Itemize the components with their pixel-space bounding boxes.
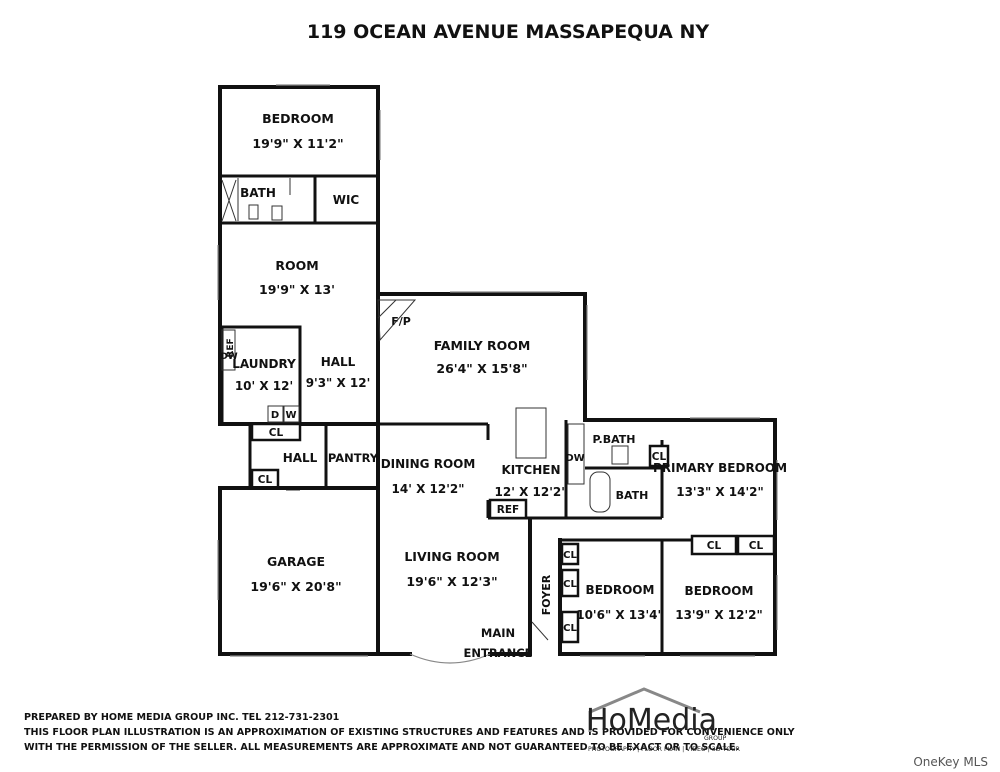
room-name-hall1: HALL bbox=[321, 355, 356, 369]
closet-label-pbath: CL bbox=[652, 451, 667, 463]
room-name-living: LIVING ROOM bbox=[404, 549, 499, 564]
plan-title: 119 OCEAN AVENUE MASSAPEQUA NY bbox=[307, 21, 710, 43]
room-name-garage: GARAGE bbox=[267, 554, 325, 569]
room-size-laundry: 10' X 12' bbox=[235, 379, 293, 393]
room-name-bedroom2: BEDROOM bbox=[586, 583, 655, 597]
room-size-living: 19'6" X 12'3" bbox=[406, 574, 497, 589]
room-labels: BEDROOM 19'9" X 11'2" BATH WIC ROOM 19'9… bbox=[232, 111, 787, 622]
room-size-bedroom1: 19'9" X 11'2" bbox=[252, 136, 343, 151]
company-logo: HoMedia GROUP PHOTOGRAPHY | FLOOR PLAN |… bbox=[586, 687, 741, 753]
main-entrance-label-2: ENTRANCE bbox=[464, 646, 533, 660]
disclaimer-line-3: WITH THE PERMISSION OF THE SELLER. ALL M… bbox=[24, 742, 739, 753]
room-name-bath2: BATH bbox=[616, 489, 649, 502]
washer-label: W bbox=[285, 410, 296, 421]
room-name-dining: DINING ROOM bbox=[381, 457, 476, 471]
room-name-family: FAMILY ROOM bbox=[434, 338, 531, 353]
room-name-pbath: P.BATH bbox=[593, 433, 636, 446]
ref-label-kitchen: REF bbox=[497, 504, 519, 516]
room-name-primary: PRIMARY BEDROOM bbox=[653, 461, 787, 475]
logo-name: HoMedia bbox=[586, 703, 717, 738]
room-size-dining: 14' X 12'2" bbox=[392, 482, 465, 496]
room-size-bedroom3: 13'9" X 12'2" bbox=[675, 608, 763, 622]
logo-group: GROUP bbox=[704, 735, 726, 742]
room-name-bath1: BATH bbox=[240, 186, 276, 200]
closet-label-foyer-1: CL bbox=[563, 550, 577, 561]
closet-label-foyer-3: CL bbox=[563, 623, 577, 634]
dw-label-kitchen: DW bbox=[565, 453, 584, 464]
room-name-bedroom3: BEDROOM bbox=[685, 584, 754, 598]
ref-label-laundry: REF bbox=[226, 338, 236, 357]
garage-walls bbox=[217, 486, 380, 657]
room-name-room: ROOM bbox=[275, 258, 318, 273]
closet-label-hall-lower: CL bbox=[258, 474, 273, 486]
foyer-label: FOYER bbox=[540, 574, 553, 615]
room-size-kitchen: 12' X 12'2" bbox=[495, 485, 568, 499]
room-name-wic: WIC bbox=[333, 193, 360, 207]
room-name-bedroom1: BEDROOM bbox=[262, 111, 334, 126]
room-size-bedroom2: 10'6" X 13'4" bbox=[576, 608, 664, 622]
closet-label-primary-2: CL bbox=[749, 540, 764, 552]
room-size-family: 26'4" X 15'8" bbox=[436, 361, 527, 376]
room-size-hall1: 9'3" X 12' bbox=[306, 376, 371, 390]
disclaimer: PREPARED BY HOME MEDIA GROUP INC. TEL 21… bbox=[24, 712, 796, 753]
closet-label-foyer-2: CL bbox=[563, 579, 577, 590]
closet-label-hall-upper: CL bbox=[269, 427, 284, 439]
room-name-kitchen: KITCHEN bbox=[501, 463, 560, 477]
room-size-garage: 19'6" X 20'8" bbox=[250, 579, 341, 594]
room-size-primary: 13'3" X 14'2" bbox=[676, 485, 764, 499]
house-roof-icon bbox=[588, 687, 701, 732]
room-name-hall2: HALL bbox=[283, 451, 318, 465]
disclaimer-line-1: PREPARED BY HOME MEDIA GROUP INC. TEL 21… bbox=[24, 712, 340, 723]
room-name-laundry: LAUNDRY bbox=[232, 357, 296, 371]
main-entrance-label-1: MAIN bbox=[481, 626, 515, 640]
disclaimer-line-2: THIS FLOOR PLAN ILLUSTRATION IS AN APPRO… bbox=[24, 727, 796, 738]
room-size-room: 19'9" X 13' bbox=[259, 282, 335, 297]
logo-services: PHOTOGRAPHY | FLOOR PLAN | VIDEO | 3D TO… bbox=[588, 746, 741, 753]
listing-credit: OneKey MLS bbox=[913, 755, 988, 769]
fireplace-label: F/P bbox=[391, 315, 411, 328]
right-wing-walls bbox=[531, 417, 778, 657]
dw-label-laundry: DW bbox=[220, 352, 237, 362]
closet-label-primary-1: CL bbox=[707, 540, 722, 552]
room-name-pantry: PANTRY bbox=[328, 451, 379, 465]
dryer-label: D bbox=[271, 410, 279, 421]
center-walls bbox=[376, 291, 588, 664]
fixture-labels: F/P REF DW D W REF DW CL CL CL CL CL CL … bbox=[220, 315, 763, 660]
